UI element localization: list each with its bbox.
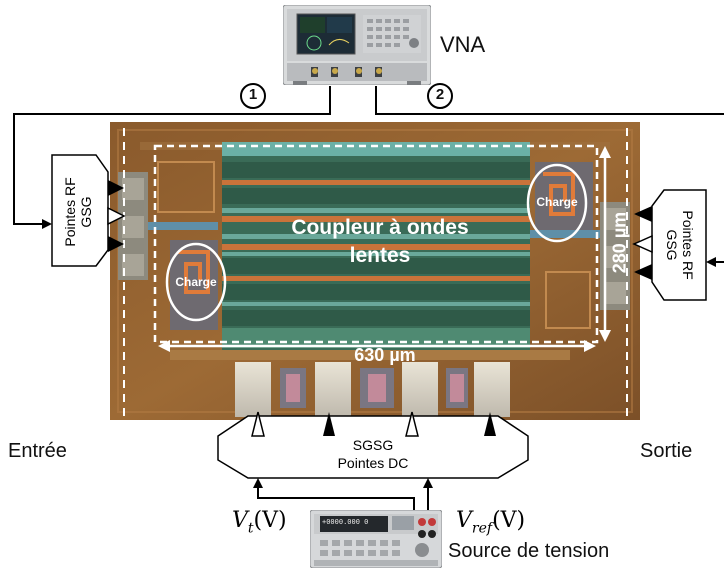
charge-left-label: Charge: [162, 275, 230, 289]
vref-label: Vref(V): [456, 508, 525, 536]
width-label: 630 µm: [330, 345, 440, 366]
coupler-label-line1: Coupleur à ondes: [250, 214, 510, 242]
rf-probe-left-line1: Pointes RF: [62, 160, 78, 264]
vref-symbol: V: [456, 508, 472, 533]
input-label: Entrée: [8, 440, 67, 463]
vref-subscript: ref: [472, 520, 492, 536]
vref-argument: (V): [492, 508, 525, 533]
charge-right-label: Charge: [523, 195, 591, 209]
port2-number: 2: [428, 86, 452, 103]
rf-probe-left-line2: GSG: [78, 160, 94, 264]
coupler-label-line2: lentes: [250, 242, 510, 270]
vt-symbol: V: [232, 508, 248, 533]
voltage-source-label: Source de tension: [448, 540, 609, 563]
height-label: 280 µm: [610, 193, 631, 293]
dc-probe-line2: Pointes DC: [248, 454, 498, 472]
dc-probe-label: SGSG Pointes DC: [248, 436, 498, 472]
output-label: Sortie: [640, 440, 692, 463]
rf-probe-left-label: Pointes RF GSG: [62, 160, 94, 264]
source-display-readout: +0000.000 0: [322, 518, 386, 526]
vt-argument: (V): [254, 508, 287, 533]
dc-probe-line1: SGSG: [248, 436, 498, 454]
coupler-label: Coupleur à ondes lentes: [250, 214, 510, 270]
rf-probe-right-line1: Pointes RF: [680, 193, 696, 297]
rf-probe-right-line2: GSG: [664, 193, 680, 297]
rf-probe-right-label: Pointes RF GSG: [664, 193, 696, 297]
port1-number: 1: [241, 86, 265, 103]
vt-label: Vt(V): [232, 508, 287, 536]
